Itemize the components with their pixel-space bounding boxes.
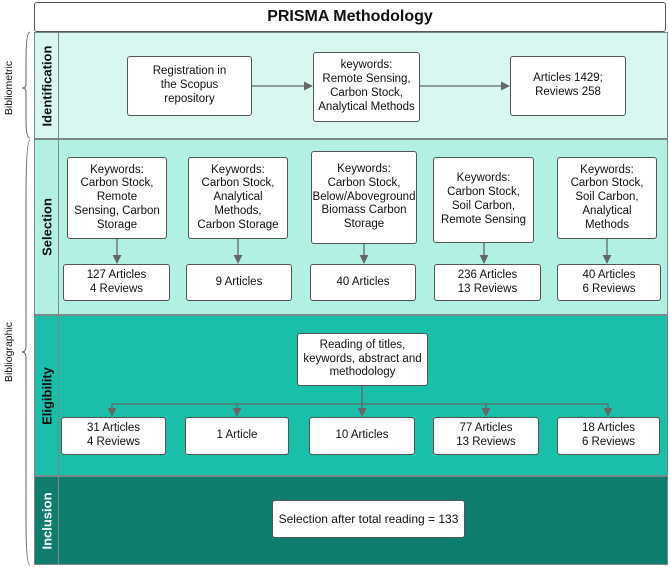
eligibility-result-box: 18 Articles 6 Reviews (557, 417, 660, 455)
keywords-box: keywords: Remote Sensing, Carbon Stock, … (313, 52, 420, 122)
bibliographic-label: Bibliographic (3, 321, 15, 383)
eligibility-result-box: 77 Articles 13 Reviews (433, 417, 539, 455)
selection-result-box: 236 Articles 13 Reviews (434, 264, 541, 301)
eligibility-result-box: 1 Article (185, 417, 289, 455)
inclusion-result-box: Selection after total reading = 133 (272, 500, 465, 538)
eligibility-label: Eligibility (39, 366, 54, 425)
reading-box: Reading of titles, keywords, abstract an… (297, 333, 428, 386)
selection-label: Selection (39, 198, 54, 256)
selection-label-cell: Selection (35, 140, 59, 314)
identification-label: Identification (39, 45, 54, 126)
bibliometric-label: Bibliometric (3, 60, 15, 116)
selection-result-box: 9 Articles (186, 264, 292, 301)
eligibility-result-box: 31 Articles 4 Reviews (61, 417, 166, 455)
eligibility-label-cell: Eligibility (35, 316, 59, 475)
selection-keywords-box: Keywords: Carbon Stock, Below/Abovegroun… (311, 151, 417, 244)
inclusion-label-cell: Inclusion (35, 477, 59, 564)
identification-label-cell: Identification (35, 33, 59, 138)
selection-keywords-box: Keywords: Carbon Stock, Soil Carbon, Ana… (557, 157, 657, 239)
selection-keywords-box: Keywords: Carbon Stock, Analytical Metho… (188, 157, 288, 239)
registration-box: Registration in the Scopus repository (127, 56, 252, 116)
page-title: PRISMA Methodology (34, 2, 666, 32)
eligibility-result-box: 10 Articles (309, 417, 415, 455)
articles-total-box: Articles 1429; Reviews 258 (510, 56, 626, 116)
selection-result-box: 40 Articles 6 Reviews (557, 264, 661, 301)
selection-result-box: 40 Articles (310, 264, 416, 301)
selection-result-box: 127 Articles 4 Reviews (63, 264, 170, 301)
inclusion-label: Inclusion (39, 491, 54, 550)
selection-keywords-box: Keywords: Carbon Stock, Soil Carbon, Rem… (433, 157, 534, 243)
selection-keywords-box: Keywords: Carbon Stock, Remote Sensing, … (67, 157, 167, 239)
